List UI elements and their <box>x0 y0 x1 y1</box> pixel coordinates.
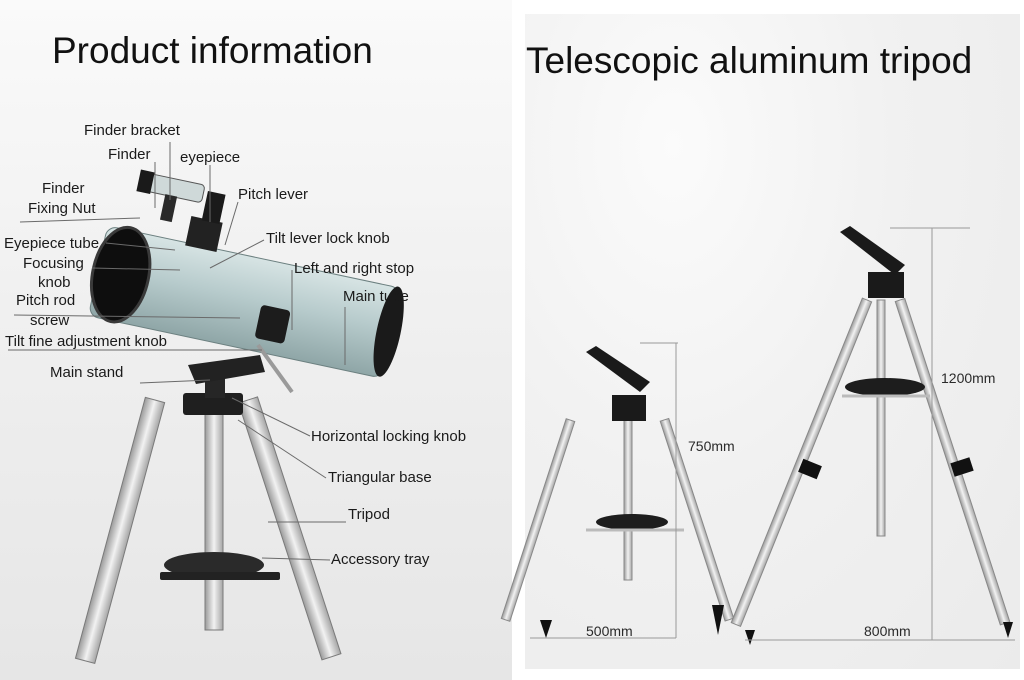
label-left-right-stop: Left and right stop <box>294 260 414 278</box>
label-accessory-tray: Accessory tray <box>331 551 429 569</box>
label-pitch-lever: Pitch lever <box>238 186 308 204</box>
tripod-short <box>501 346 733 638</box>
short-foot-left <box>540 620 552 638</box>
tall-leg-right <box>895 298 1010 624</box>
leader-pitch-lever <box>225 202 238 245</box>
label-pitch-rod-screw-line1: Pitch rod <box>16 292 75 310</box>
eyepiece-shape <box>202 191 226 224</box>
label-finder-fixing-nut-line2: Fixing Nut <box>28 200 96 218</box>
short-leg-center <box>624 420 632 580</box>
label-tilt-lever-lock-knob: Tilt lever lock knob <box>266 230 390 248</box>
page-title-product-information: Product information <box>52 30 373 72</box>
finder-bracket-shape <box>160 194 177 222</box>
label-pitch-rod-screw-line2: screw <box>30 312 69 330</box>
page-title-tripod: Telescopic aluminum tripod <box>526 40 972 82</box>
leader-finder-fixing-nut <box>20 218 140 222</box>
telescope-tripod-left <box>75 355 340 663</box>
tall-leg-left <box>731 298 871 626</box>
short-leg-left <box>501 419 574 622</box>
mount-fork <box>188 355 265 384</box>
short-fork <box>586 346 650 392</box>
label-tilt-fine-adjustment-knob: Tilt fine adjustment knob <box>5 333 167 351</box>
short-foot-right <box>712 605 724 635</box>
label-triangular-base: Triangular base <box>328 469 432 487</box>
dimension-tall-height: 1200mm <box>941 370 995 386</box>
label-focusing-knob-line1: Focusing <box>23 255 84 273</box>
tripod-tall <box>731 226 1013 645</box>
dimension-short-height: 750mm <box>688 438 735 454</box>
label-tripod: Tripod <box>348 506 390 524</box>
label-eyepiece-tube: Eyepiece tube <box>4 235 99 253</box>
label-horizontal-locking-knob: Horizontal locking knob <box>311 428 466 446</box>
tall-tray <box>845 378 925 396</box>
tall-foot-right <box>1003 622 1013 638</box>
short-head <box>612 395 646 421</box>
label-main-tube: Main tube <box>343 288 409 306</box>
dimension-tall-width: 800mm <box>864 623 911 639</box>
tray-bar <box>160 572 280 580</box>
label-finder: Finder <box>108 146 151 164</box>
tall-leg-center <box>877 300 885 536</box>
tall-fork <box>840 226 905 275</box>
tall-foot-left <box>745 630 755 645</box>
dimension-short-width: 500mm <box>586 623 633 639</box>
tripod-leg-left <box>75 397 164 663</box>
label-main-stand: Main stand <box>50 364 123 382</box>
tall-head <box>868 272 904 298</box>
label-finder-fixing-nut-line1: Finder <box>42 180 85 198</box>
label-focusing-knob-line2: knob <box>38 274 71 292</box>
short-tray <box>596 514 668 530</box>
label-finder-bracket: Finder bracket <box>84 122 180 140</box>
label-eyepiece: eyepiece <box>180 149 240 167</box>
tripod-leg-center <box>205 410 223 630</box>
